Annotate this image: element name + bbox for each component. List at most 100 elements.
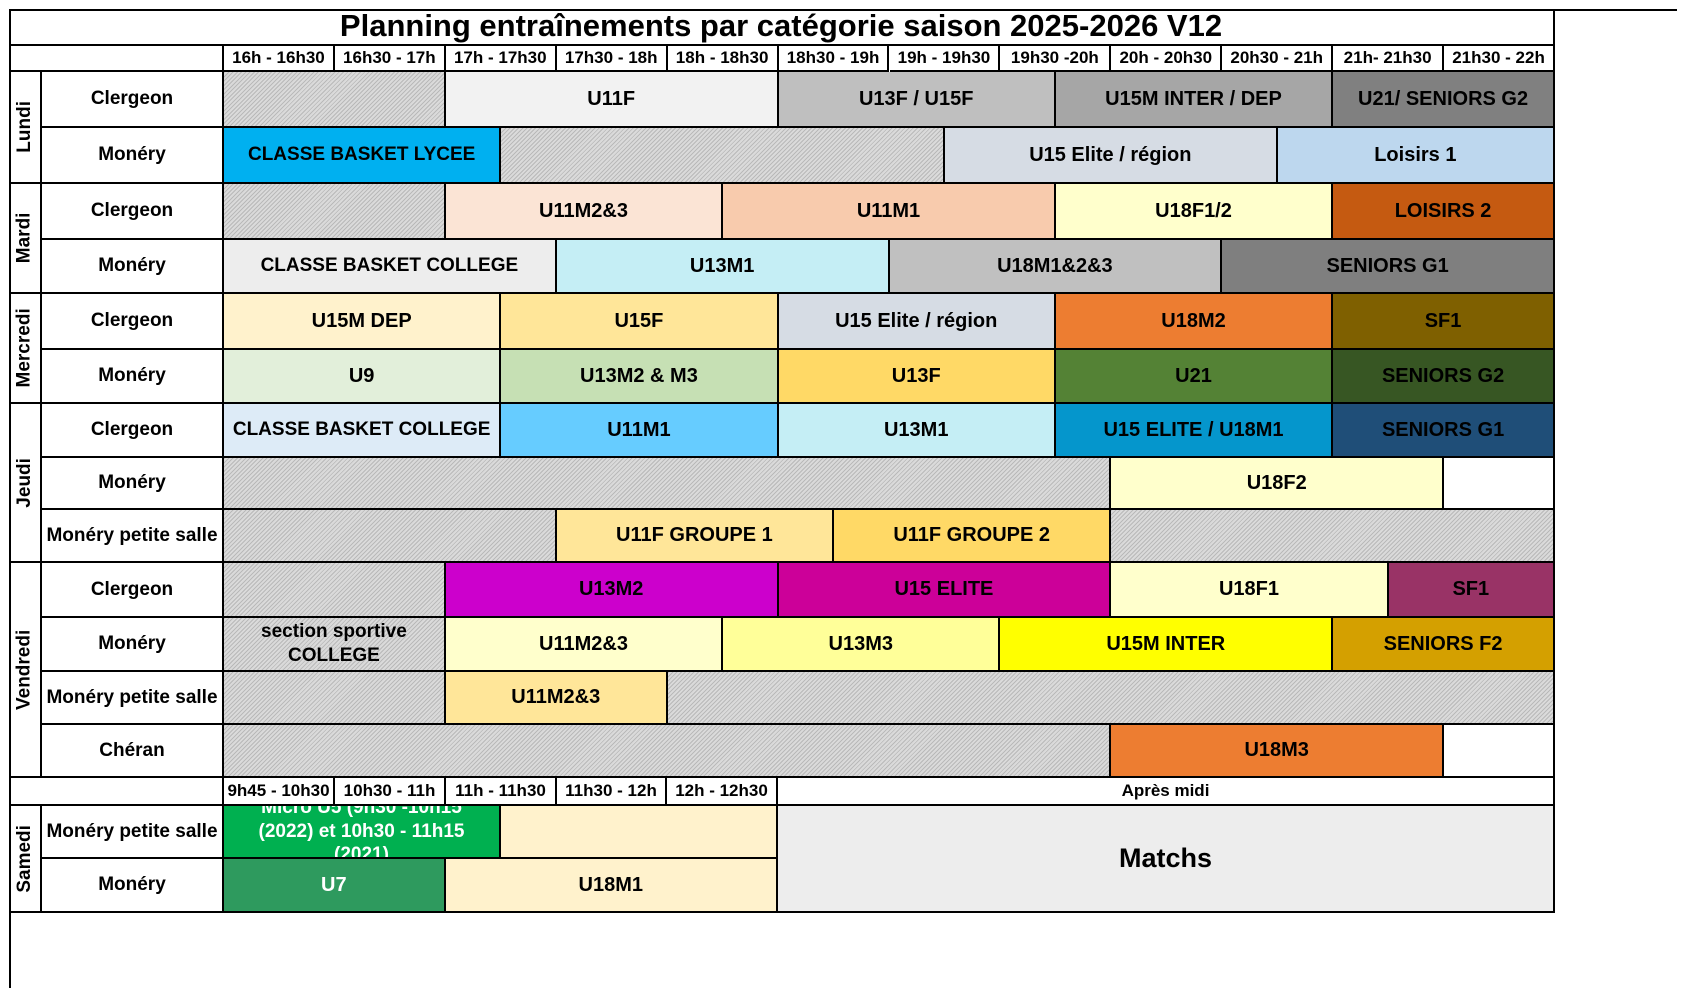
venue-label: Chéran [42, 725, 224, 778]
training-session-classe-basket-college[interactable]: CLASSE BASKET COLLEGE [224, 404, 502, 458]
time-slot-header: 21h- 21h30 [1333, 46, 1445, 72]
training-session-u11m2-3[interactable]: U11M2&3 [445, 618, 724, 672]
training-session-classe-basket-college[interactable]: CLASSE BASKET COLLEGE [224, 240, 557, 294]
unavailable-slot [224, 72, 446, 128]
training-session-u11f[interactable]: U11F [445, 72, 779, 128]
training-session-u15m-inter[interactable]: U15M INTER [1000, 618, 1334, 672]
saturday-time-slot-header: 11h - 11h30 [446, 778, 557, 806]
training-session-u15m-inter-dep[interactable]: U15M INTER / DEP [1055, 72, 1334, 128]
venue-label: Monéry petite salle [42, 672, 224, 725]
unavailable-slot [501, 128, 945, 184]
training-session-loisirs-1[interactable]: Loisirs 1 [1277, 128, 1555, 184]
unavailable-slot [224, 458, 1112, 510]
saturday-time-slot-header: 12h - 12h30 [667, 778, 778, 806]
venue-label: Monéry [42, 128, 224, 184]
venue-label: Clergeon [42, 72, 224, 128]
training-session-loisirs-2[interactable]: LOISIRS 2 [1333, 184, 1555, 240]
header-corner [9, 46, 224, 72]
unavailable-slot [224, 510, 557, 563]
venue-label: Monéry [42, 859, 224, 913]
day-label-vendredi: Vendredi [9, 563, 42, 778]
training-session-u18f1-2[interactable]: U18F1/2 [1055, 184, 1334, 240]
day-label-jeudi: Jeudi [9, 404, 42, 563]
training-session-u15-elite-u18m1[interactable]: U15 ELITE / U18M1 [1055, 404, 1334, 458]
training-session-u11m2-3[interactable]: U11M2&3 [445, 672, 668, 725]
training-session-u7[interactable]: U7 [224, 859, 446, 913]
training-session-seniors-g1[interactable]: SENIORS G1 [1333, 404, 1555, 458]
empty-slot [1444, 458, 1555, 510]
time-slot-header: 20h30 - 21h [1222, 46, 1334, 72]
training-session-seniors-f2[interactable]: SENIORS F2 [1333, 618, 1555, 672]
time-slot-header: 20h - 20h30 [1111, 46, 1223, 72]
training-session-u21[interactable]: U21 [1055, 350, 1334, 404]
training-session-u18m3[interactable]: U18M3 [1111, 725, 1445, 778]
time-slot-header: 16h - 16h30 [224, 46, 335, 72]
saturday-header-corner [9, 778, 224, 806]
training-session-u21-seniors-g2[interactable]: U21/ SENIORS G2 [1333, 72, 1555, 128]
day-label-text: Vendredi [13, 629, 35, 710]
day-label-text: Jeudi [13, 457, 35, 508]
training-session-classe-basket-lycee[interactable]: CLASSE BASKET LYCEE [224, 128, 502, 184]
training-session-seniors-g1[interactable]: SENIORS G1 [1222, 240, 1555, 294]
training-session-u11m1[interactable]: U11M1 [723, 184, 1056, 240]
time-slot-header: 16h30 - 17h [334, 46, 446, 72]
day-label-text: Mercredi [13, 308, 35, 388]
training-session-seniors-g2[interactable]: SENIORS G2 [1333, 350, 1555, 404]
afternoon-header: Après midi [778, 778, 1555, 806]
venue-label: Clergeon [42, 294, 224, 350]
day-label-text: Samedi [13, 824, 35, 893]
training-session-u15f[interactable]: U15F [501, 294, 779, 350]
training-session-u13m2-m3[interactable]: U13M2 & M3 [501, 350, 779, 404]
venue-label: Monéry petite salle [42, 510, 224, 563]
training-session-u11f-groupe-2[interactable]: U11F GROUPE 2 [834, 510, 1112, 563]
training-session-u18m2[interactable]: U18M2 [1055, 294, 1334, 350]
empty-slot [501, 806, 778, 859]
venue-label: Monéry petite salle [42, 806, 224, 859]
venue-label: Clergeon [42, 563, 224, 618]
training-session-micro-u5-9h30-10h15-2022-et-10h30-11h15-2021[interactable]: Micro U5 (9h30 -10h15 (2022) et 10h30 - … [224, 806, 501, 859]
venue-label: Clergeon [42, 404, 224, 458]
training-session-u13f[interactable]: U13F [778, 350, 1056, 404]
training-session-u13m3[interactable]: U13M3 [723, 618, 1001, 672]
day-label-mardi: Mardi [9, 184, 42, 294]
unavailable-slot [224, 184, 446, 240]
training-session-u15-elite-region[interactable]: U15 Elite / région [944, 128, 1278, 184]
training-session-u13m2[interactable]: U13M2 [445, 563, 779, 618]
time-slot-header: 18h30 - 19h [778, 46, 890, 72]
empty-slot [1444, 725, 1555, 778]
training-session-u18f2[interactable]: U18F2 [1111, 458, 1445, 510]
training-session-u9[interactable]: U9 [224, 350, 502, 404]
venue-label: Clergeon [42, 184, 224, 240]
training-session-u13f-u15f[interactable]: U13F / U15F [778, 72, 1056, 128]
saturday-time-slot-header: 11h30 - 12h [557, 778, 667, 806]
training-session-u18m1[interactable]: U18M1 [445, 859, 778, 913]
saturday-time-slot-header: 10h30 - 11h [335, 778, 446, 806]
training-session-u11f-groupe-1[interactable]: U11F GROUPE 1 [556, 510, 835, 563]
training-session-u15-elite[interactable]: U15 ELITE [778, 563, 1112, 618]
saturday-time-slot-header: 9h45 - 10h30 [224, 778, 335, 806]
training-session-u18m1-2-3[interactable]: U18M1&2&3 [889, 240, 1223, 294]
time-slot-header: 19h30 -20h [1000, 46, 1112, 72]
time-slot-header: 21h30 - 22h [1444, 46, 1555, 72]
training-session-sf1[interactable]: SF1 [1333, 294, 1555, 350]
training-session-u15m-dep[interactable]: U15M DEP [224, 294, 502, 350]
venue-label: Monéry [42, 618, 224, 672]
page-title: Planning entraînements par catégorie sai… [9, 9, 1555, 46]
venue-label: Monéry [42, 350, 224, 404]
unavailable-slot [224, 725, 1112, 778]
unavailable-slot [667, 672, 1555, 725]
venue-label: Monéry [42, 240, 224, 294]
training-session-u13m1[interactable]: U13M1 [778, 404, 1056, 458]
training-session-u18f1[interactable]: U18F1 [1111, 563, 1389, 618]
training-session-u11m2-3[interactable]: U11M2&3 [445, 184, 724, 240]
training-session-sf1[interactable]: SF1 [1388, 563, 1555, 618]
day-label-lundi: Lundi [9, 72, 42, 184]
unavailable-slot[interactable]: section sportive COLLEGE [224, 618, 446, 672]
venue-label: Monéry [42, 458, 224, 510]
training-session-u15-elite-region[interactable]: U15 Elite / région [778, 294, 1056, 350]
training-session-u11m1[interactable]: U11M1 [501, 404, 779, 458]
matchs-block: Matchs [778, 806, 1555, 913]
training-session-u13m1[interactable]: U13M1 [556, 240, 890, 294]
day-label-text: Lundi [13, 101, 35, 153]
